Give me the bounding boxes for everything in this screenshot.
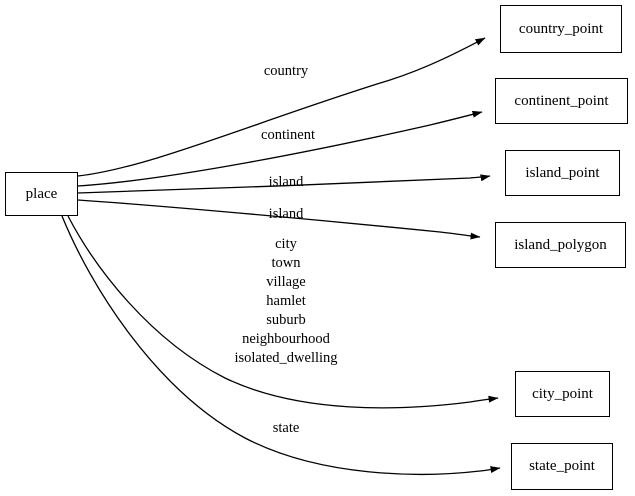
edges-group	[61, 37, 501, 475]
node-label-state_point: state_point	[529, 458, 595, 474]
edge-place-to-country_point	[77, 37, 486, 177]
node-label-country_point: country_point	[518, 20, 604, 37]
node-label-place: place	[25, 185, 58, 202]
edge-label-place-to-state_point: state	[272, 420, 300, 436]
edge-place-to-island_polygon	[77, 199, 481, 240]
node-label-island_polygon: island_polygon	[514, 236, 607, 253]
node-state_point[interactable]: state_point	[511, 443, 613, 490]
edge-place-to-island_point	[77, 174, 491, 194]
edge-label-place-to-continent_point: continent	[261, 127, 315, 143]
edge-place-to-city_point	[67, 215, 499, 409]
node-label-city_point: city_point	[532, 385, 593, 402]
node-place[interactable]: place	[5, 172, 78, 216]
edge-place-to-state_point	[61, 215, 501, 475]
node-label-continent_point: continent_point	[514, 92, 609, 109]
node-island_point[interactable]: island_point	[505, 150, 620, 196]
node-city_point[interactable]: city_point	[515, 371, 610, 417]
edge-label-place-to-city_point: city town village hamlet suburb neighbou…	[234, 236, 338, 366]
node-country_point[interactable]: country_point	[500, 5, 622, 53]
edge-label-place-to-island_point: island	[268, 174, 304, 190]
node-label-island_point: island_point	[525, 164, 600, 181]
node-continent_point[interactable]: continent_point	[495, 78, 628, 124]
edge-label-place-to-country_point: country	[263, 63, 309, 79]
edge-place-to-continent_point	[77, 110, 483, 187]
node-island_polygon[interactable]: island_polygon	[495, 222, 626, 268]
edge-label-place-to-island_polygon: island	[268, 206, 304, 222]
